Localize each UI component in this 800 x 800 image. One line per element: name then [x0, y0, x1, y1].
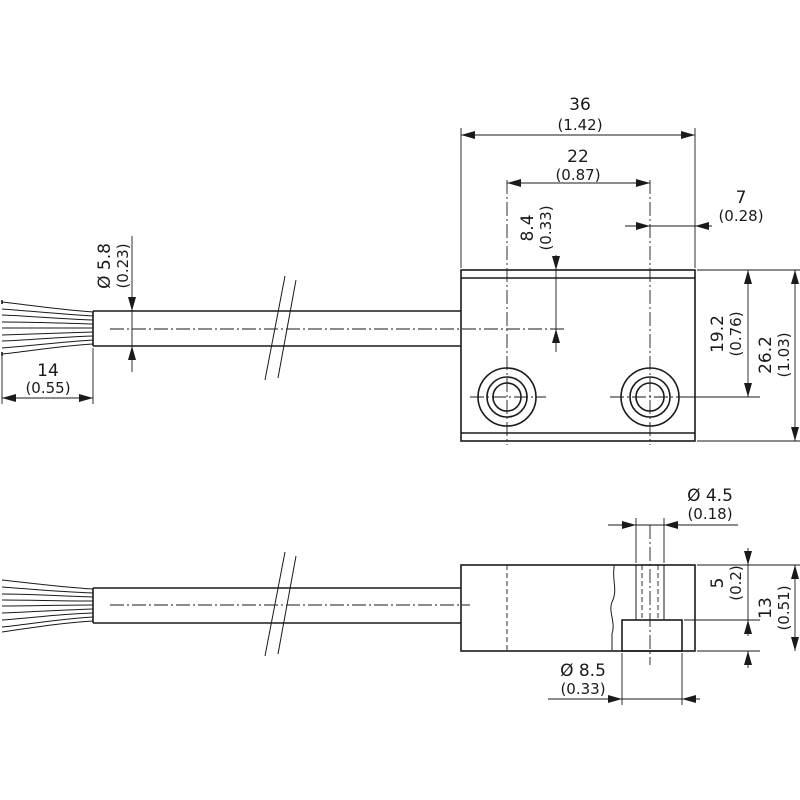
sensor-body-side: [460, 564, 696, 652]
dimension-14: 14 (0.55): [1, 348, 94, 404]
dim-19-2-value: 19.2: [708, 315, 728, 353]
dim-cable-dia-value: Ø 5.8: [95, 243, 115, 289]
dimension-13: 13 (0.51): [697, 565, 799, 668]
dimension-5: 5 (0.2): [684, 548, 800, 636]
dimension-19-2: 19.2 (0.76): [680, 269, 800, 398]
wire-strands-top: [1, 300, 94, 356]
dimension-36: 36 (1.42): [460, 95, 696, 268]
dim-hole-dia-inch: (0.18): [687, 505, 732, 523]
dimension-26-2: 26.2 (1.03): [697, 270, 800, 442]
dim-26-2-value: 26.2: [756, 336, 776, 374]
dim-8-4-value: 8.4: [518, 214, 538, 241]
dim-13-value: 13: [756, 597, 776, 619]
dim-cable-dia-inch: (0.23): [114, 243, 132, 288]
dim-19-2-inch: (0.76): [727, 311, 745, 356]
dim-36-inch: (1.42): [557, 116, 602, 134]
dim-14-value: 14: [37, 361, 59, 381]
dim-8-4-inch: (0.33): [537, 205, 555, 250]
dim-5-inch: (0.2): [727, 565, 745, 601]
dimension-counterbore-diameter: Ø 8.5 (0.33): [548, 653, 700, 705]
dimension-7: 7 (0.28): [625, 188, 764, 230]
dim-counterbore-dia-inch: (0.33): [560, 680, 605, 698]
wire-strands-side: [1, 579, 94, 633]
dimension-hole-diameter: Ø 4.5 (0.18): [608, 486, 738, 563]
dim-22-inch: (0.87): [555, 166, 600, 184]
dim-hole-dia-value: Ø 4.5: [687, 486, 733, 506]
side-view: [1, 525, 696, 665]
dim-36-value: 36: [569, 95, 591, 115]
dimension-8-4: 8.4 (0.33): [518, 205, 566, 352]
sensor-body-top: [460, 269, 696, 442]
dimension-22: 22 (0.87): [507, 147, 650, 187]
dim-7-value: 7: [736, 188, 747, 208]
cable-side: [92, 551, 461, 657]
dim-26-2-inch: (1.03): [775, 332, 793, 377]
top-view: [1, 180, 696, 445]
dim-5-value: 5: [708, 578, 728, 589]
dimension-cable-diameter: Ø 5.8 (0.23): [95, 236, 136, 372]
dim-22-value: 22: [567, 147, 589, 167]
cable-top: [92, 275, 461, 381]
dim-7-inch: (0.28): [718, 207, 763, 225]
dim-counterbore-dia-value: Ø 8.5: [560, 661, 606, 681]
dim-14-inch: (0.55): [25, 379, 70, 397]
dim-13-inch: (0.51): [775, 585, 793, 630]
